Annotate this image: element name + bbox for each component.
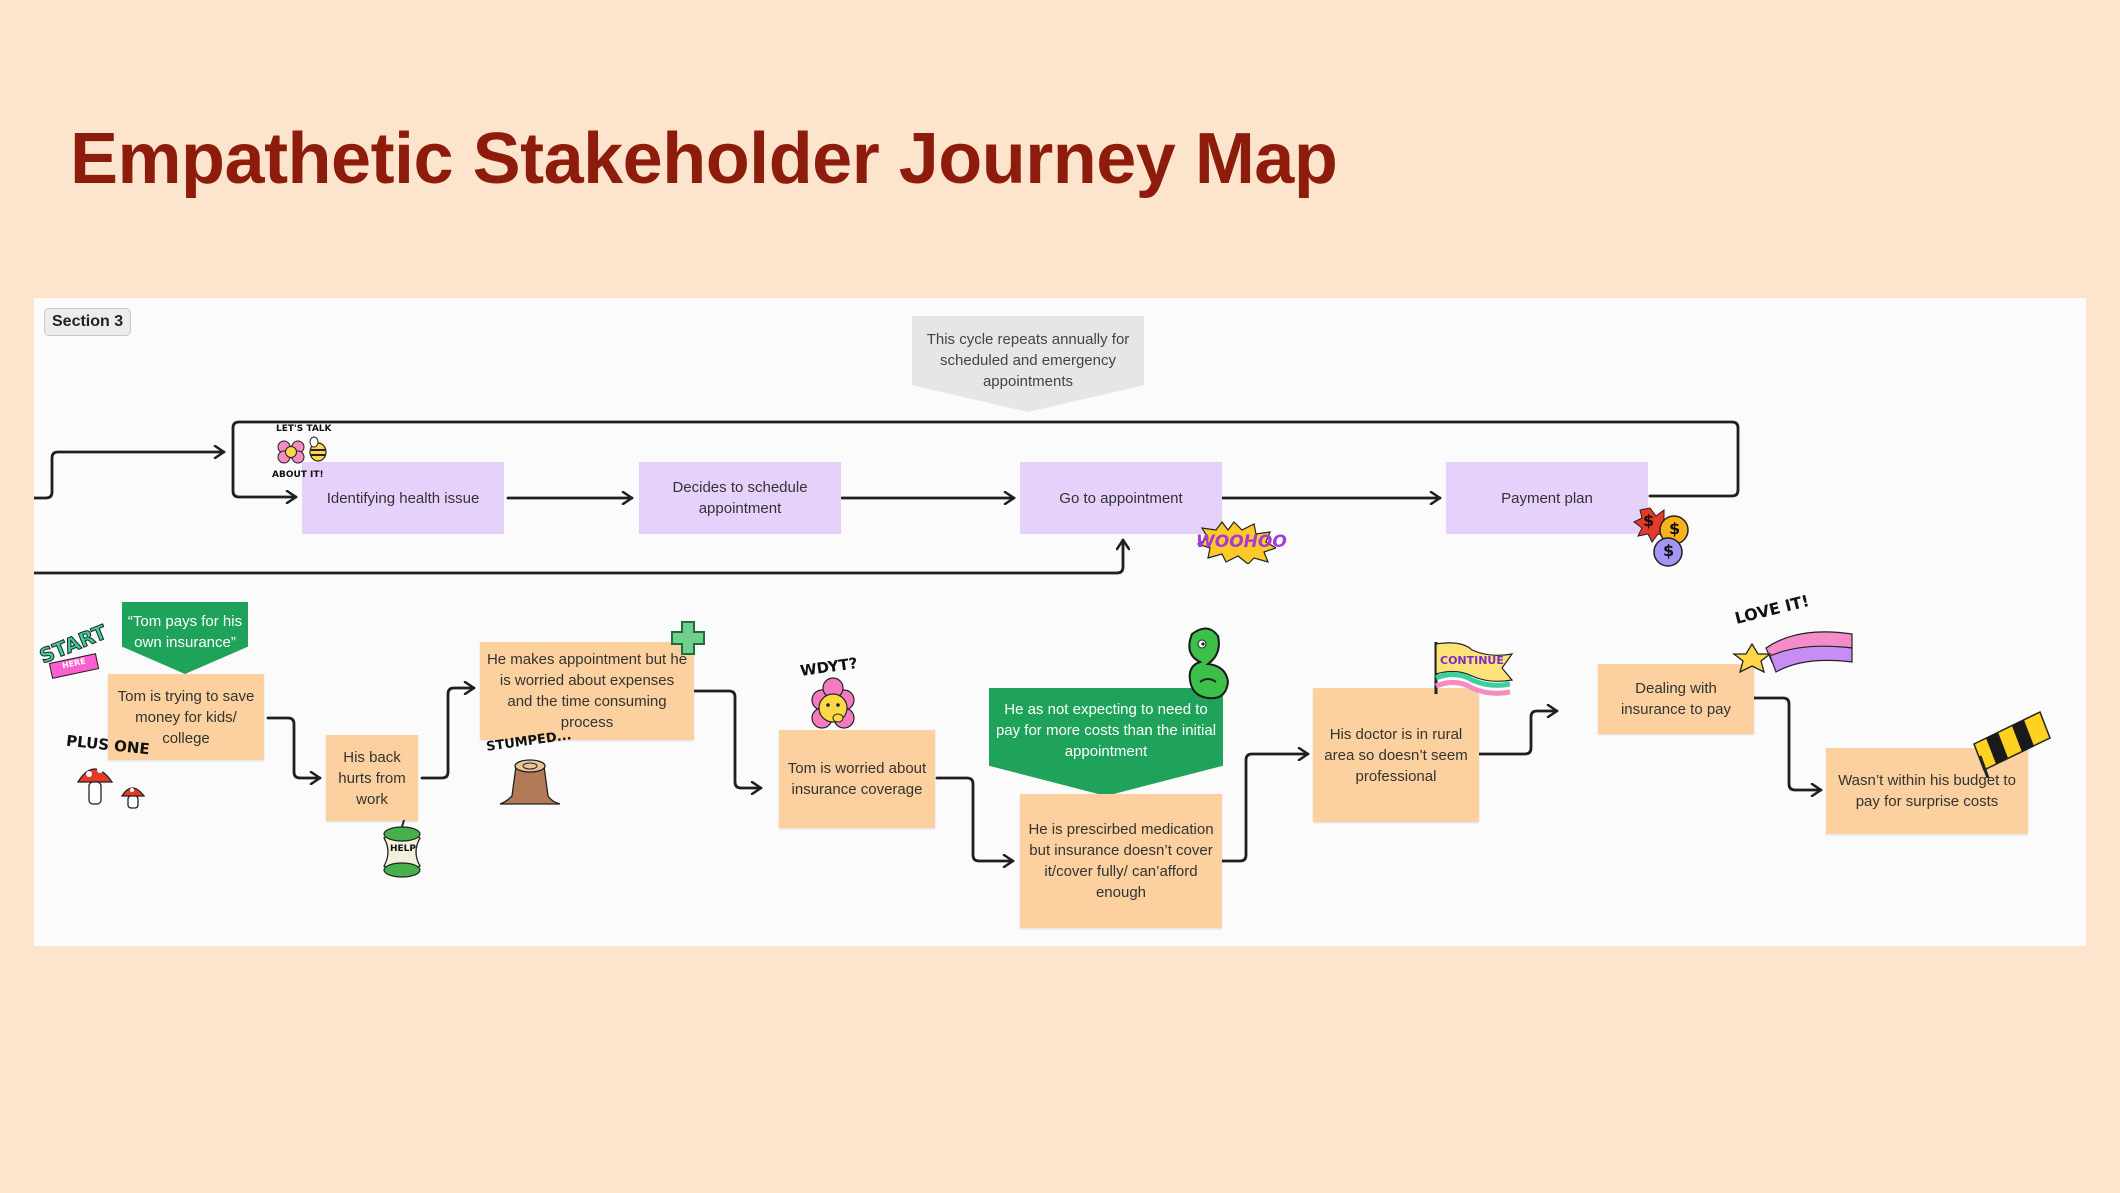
help-apple-sticker: HELP <box>372 819 432 882</box>
connector-bottom-5-6 <box>1188 754 1310 863</box>
step-payment-plan[interactable]: Payment plan <box>1446 462 1648 534</box>
section-label[interactable]: Section 3 <box>44 308 132 336</box>
purple-coin-icon <box>1653 537 1683 567</box>
plus-cross-icon <box>670 620 706 656</box>
monster-icon <box>1188 627 1230 700</box>
step-label: Decides to schedule appointment <box>672 479 808 517</box>
thinking-flower-icon <box>811 677 855 729</box>
entry-connector <box>34 452 226 500</box>
stumped-sticker: STUMPED... <box>485 728 594 806</box>
connector-bottom-2-3 <box>420 688 476 780</box>
journey-board: Section 3 This cycle repeats annually fo… <box>34 298 2086 946</box>
step-label: Identifying health issue <box>326 489 480 507</box>
help-text: HELP <box>390 844 417 854</box>
step-label: His doctor is in rural area so doesn’t s… <box>1324 725 1468 785</box>
flower-icon <box>277 440 305 464</box>
plus-one-sticker: PLUS ONE <box>62 732 180 814</box>
tree-stump-icon <box>499 759 561 805</box>
bee-icon <box>309 436 327 462</box>
mushroom-icon <box>76 767 146 809</box>
continue-flag-sticker: CONTINUE <box>1432 640 1516 696</box>
green-monster-sticker <box>1178 624 1240 702</box>
cycle-note-text: This cycle repeats annually for schedule… <box>926 331 1130 390</box>
lets-talk-sticker: LET'S TALK ABOUT IT! <box>270 424 340 482</box>
dollar-sign-1: $ <box>1643 511 1655 530</box>
start-here-sticker: START HERE <box>36 619 111 684</box>
step-decides-to-schedule[interactable]: Decides to schedule appointment <box>639 462 841 534</box>
woohoo-sticker: WOOHOO <box>1192 520 1287 564</box>
step-label: He makes appointment but he is worried a… <box>486 651 688 731</box>
continue-text: CONTINUE <box>1440 654 1504 667</box>
caution-barrier-sticker <box>1968 708 2052 779</box>
connector-bottom-6-7 <box>1476 711 1559 756</box>
connector-bottom-3-4 <box>693 689 763 788</box>
step-dealing-insurance[interactable]: Dealing with insurance to pay <box>1598 664 1754 734</box>
step-label: Dealing with insurance to pay <box>1620 680 1732 718</box>
shooting-star-icon <box>1732 631 1853 674</box>
wdyt-sticker: WDYT? <box>794 654 874 740</box>
flag-icon <box>1435 642 1514 682</box>
connector-bottom-7-8 <box>1752 696 1823 790</box>
step-label: Tom is worried about insurance coverage <box>787 760 927 798</box>
apple-core-icon <box>383 819 421 878</box>
about-it-text: ABOUT IT! <box>272 470 324 480</box>
step-label: Tom is trying to save money for kids/ co… <box>117 687 255 747</box>
step-label: He is prescirbed medication but insuranc… <box>1028 821 1214 901</box>
page-title: Empathetic Stakeholder Journey Map <box>70 119 1338 199</box>
return-connector <box>34 538 1123 575</box>
dollar-sign-2: $ <box>1669 519 1681 538</box>
step-identifying-health-issue[interactable]: Identifying health issue <box>302 462 504 534</box>
step-worried-insurance[interactable]: Tom is worried about insurance coverage <box>779 730 935 828</box>
step-label: Go to appointment <box>1059 489 1183 507</box>
step-rural-doctor[interactable]: His doctor is in rural area so doesn’t s… <box>1313 688 1479 822</box>
step-back-hurts[interactable]: His back hurts from work <box>326 735 418 821</box>
unexpected-costs-text: He as not expecting to need to pay for m… <box>995 701 1217 760</box>
dollar-sign-3: $ <box>1663 541 1675 560</box>
connector-bottom-1-2 <box>266 716 322 778</box>
pays-insurance-text: “Tom pays for his own insurance” <box>127 613 243 651</box>
lets-talk-text: LET'S TALK <box>276 424 332 434</box>
money-sticker: $ $ $ <box>1632 506 1698 570</box>
cycle-loop-connector <box>231 420 1740 497</box>
love-it-sticker: LOVE IT! <box>1728 591 1858 678</box>
step-go-to-appointment[interactable]: Go to appointment <box>1020 462 1222 534</box>
step-prescribed-medication[interactable]: He is prescirbed medication but insuranc… <box>1020 794 1222 928</box>
burst-icon <box>1196 521 1276 564</box>
step-label: His back hurts from work <box>338 748 406 808</box>
connector-lines <box>34 420 1823 946</box>
woohoo-text: WOOHOO <box>1196 532 1287 552</box>
caution-barrier-icon <box>1973 710 2051 779</box>
step-saving-money[interactable]: Tom is trying to save money for kids/ co… <box>108 674 264 760</box>
step-makes-appointment[interactable]: He makes appointment but he is worried a… <box>480 642 694 740</box>
step-label: Wasn’t within his budget to pay for surp… <box>1838 772 2016 810</box>
step-label: Payment plan <box>1501 489 1593 507</box>
connector-bottom-4-5 <box>935 776 1015 861</box>
